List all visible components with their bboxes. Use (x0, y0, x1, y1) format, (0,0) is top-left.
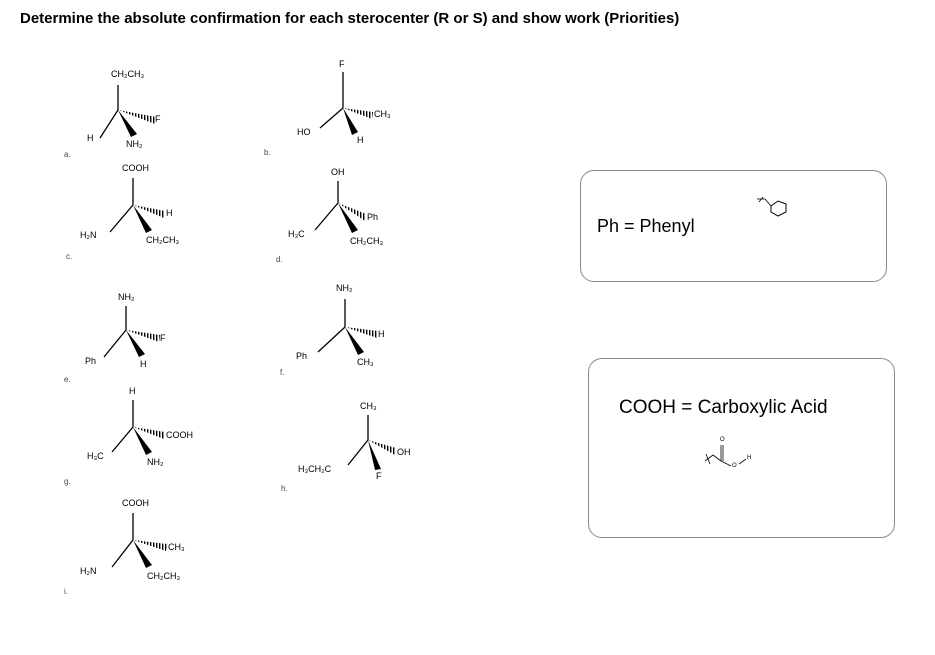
molecule-i-hash-group: CH₃ (168, 542, 185, 552)
carboxylic-acid-structure-icon (704, 445, 747, 467)
molecule-i-label: i. (64, 587, 68, 596)
molecule-h-wedge-group: F (376, 471, 382, 481)
molecule-f-hash-group: H (378, 329, 385, 339)
phenyl-legend-box: Ph = Phenyl (580, 170, 887, 282)
molecule-g-left-group: H₃C (87, 451, 104, 461)
molecule-g-top-group: H (129, 386, 136, 396)
molecule-c-bonds (109, 178, 165, 233)
molecule-b-label: b. (264, 148, 271, 157)
molecule-a-hash-group: F (155, 114, 161, 124)
molecule-d-top-group: OH (331, 167, 345, 177)
carboxylic-legend-text: COOH = Carboxylic Acid (619, 397, 828, 418)
molecule-h-label: h. (281, 484, 288, 493)
carboxylic-acid-carbonyl-o: O (720, 437, 725, 443)
molecule-f-top-group: NH₂ (336, 283, 353, 293)
phenyl-legend-text: Ph = Phenyl (597, 216, 695, 236)
molecule-h-bonds (347, 415, 396, 470)
molecule-d-hash-group: Ph (367, 212, 379, 222)
molecule-d-left-group: H₃C (288, 229, 305, 239)
molecule-b-top-group: F (339, 59, 345, 69)
molecule-h-top-group: CH₃ (360, 401, 377, 411)
molecule-i-bonds (111, 513, 167, 568)
molecule-h-hash-group: OH (397, 447, 411, 457)
molecule-i-top-group: COOH (122, 498, 149, 508)
molecule-f-wedge-group: CH₃ (357, 357, 374, 367)
carboxylic-acid-hydroxyl-o: O (732, 463, 737, 469)
molecule-d-label: d. (276, 255, 283, 264)
molecule-g-hash-group: COOH (166, 430, 193, 440)
molecule-f-label: f. (280, 368, 285, 377)
molecule-e-wedge-group: H (140, 359, 147, 369)
molecule-a-wedge-group: NH₂ (126, 139, 143, 149)
molecule-c-label: c. (66, 252, 73, 261)
phenyl-ring-icon (757, 196, 787, 217)
molecule-b-left-group: HO (297, 127, 311, 137)
molecule-d-bonds (314, 181, 366, 233)
molecule-g-label: g. (64, 477, 71, 486)
molecule-f-bonds (317, 299, 378, 355)
molecule-d-wedge-group: CH₂CH₃ (350, 236, 384, 246)
carboxylic-legend-box: COOH = Carboxylic Acid O O H (588, 358, 895, 538)
molecule-c-hash-group: H (166, 208, 173, 218)
molecule-c-left-group: H₂N (80, 230, 97, 240)
molecule-a-left-group: H (87, 133, 94, 143)
page-title: Determine the absolute confirmation for … (20, 10, 680, 27)
molecule-b-bonds (319, 72, 373, 135)
molecule-h-left-group: H₃CH₂C (298, 464, 332, 474)
molecule-i-wedge-group: CH₂CH₃ (147, 571, 181, 581)
molecule-g-bonds (111, 400, 165, 455)
molecule-e-hash-group: F (160, 333, 166, 343)
carboxylic-acid-hydroxyl-h: H (747, 455, 752, 461)
molecule-c-top-group: COOH (122, 163, 149, 173)
molecule-a-bonds (99, 85, 156, 139)
molecule-e-label: e. (64, 375, 71, 384)
molecule-a-label: a. (64, 150, 71, 159)
molecule-i-left-group: H₂N (80, 566, 97, 576)
molecule-g-wedge-group: NH₂ (147, 457, 164, 467)
molecule-c-wedge-group: CH₂CH₃ (146, 235, 180, 245)
molecule-a-top-group: CH₂CH₃ (111, 69, 145, 79)
molecule-b-hash-group: CH₃ (374, 109, 391, 119)
molecule-e-left-group: Ph (85, 356, 97, 366)
molecule-e-top-group: NH₂ (118, 292, 135, 302)
molecule-f-left-group: Ph (296, 351, 308, 361)
molecule-e-bonds (103, 306, 160, 358)
molecule-b-wedge-group: H (357, 135, 364, 145)
